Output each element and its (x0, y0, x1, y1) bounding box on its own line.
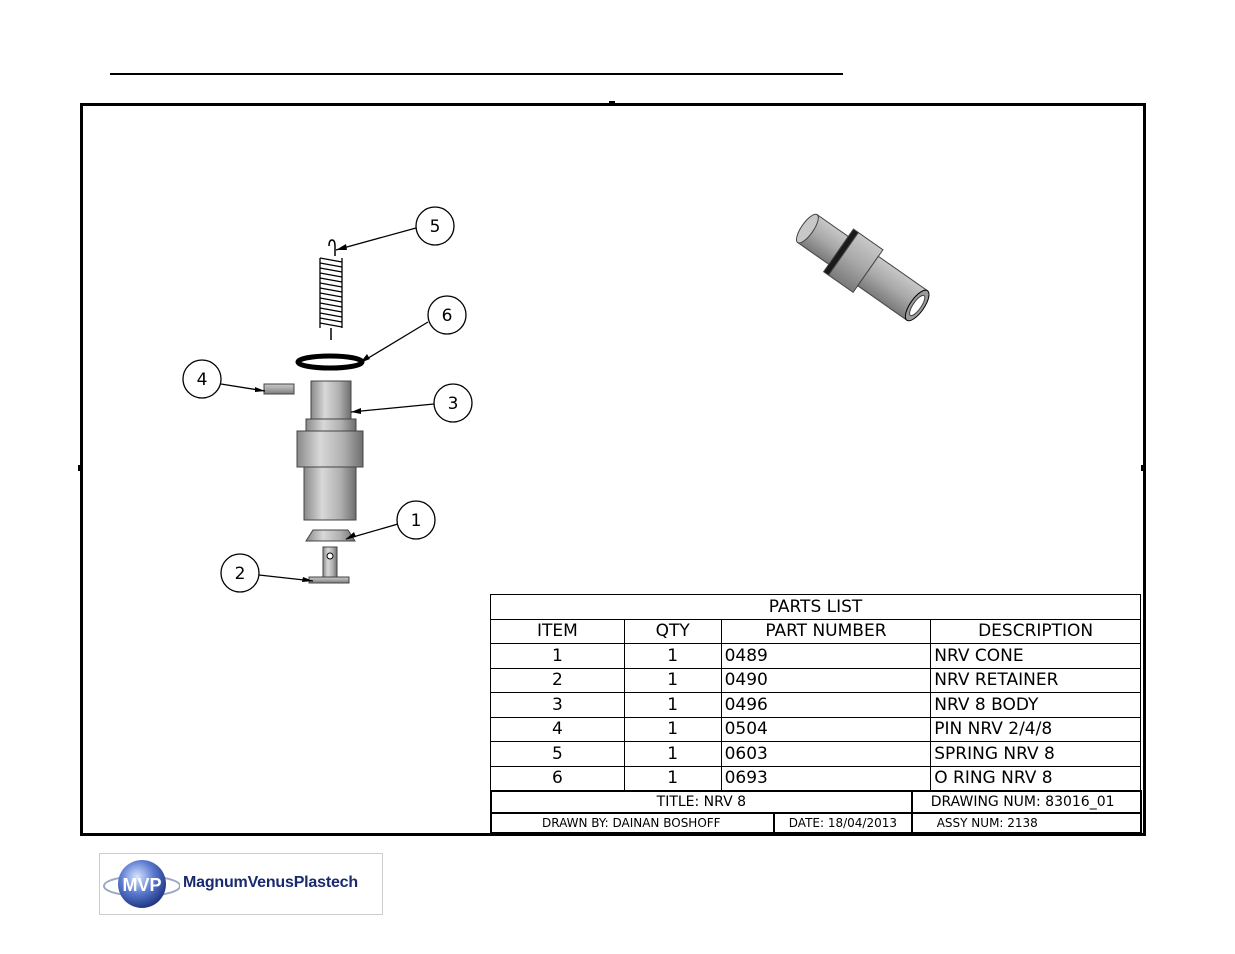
parts-list-table: PARTS LIST ITEM QTY PART NUMBER DESCRIPT… (490, 594, 1141, 791)
cell-item: 1 (491, 644, 625, 669)
cell-item: 3 (491, 693, 625, 718)
balloon-label-3: 3 (448, 394, 459, 414)
col-header-description: DESCRIPTION (931, 619, 1141, 644)
cell-part-number: 0693 (721, 766, 931, 791)
cell-item: 4 (491, 717, 625, 742)
balloon-label-2: 2 (235, 564, 246, 584)
col-header-part-number: PART NUMBER (721, 619, 931, 644)
col-header-item: ITEM (491, 619, 625, 644)
cell-item: 6 (491, 766, 625, 791)
table-row: 2 1 0490 NRV RETAINER (491, 668, 1141, 693)
cell-part-number: 0490 (721, 668, 931, 693)
cell-qty: 1 (624, 668, 721, 693)
balloon-label-1: 1 (411, 511, 422, 531)
title-block-title: TITLE: NRV 8 (491, 791, 912, 813)
pin-part (264, 384, 294, 394)
balloon-label-5: 5 (430, 217, 441, 237)
cell-description: NRV RETAINER (931, 668, 1141, 693)
title-block-drawn-by: DRAWN BY: DAINAN BOSHOFF (491, 813, 774, 833)
retainer-part (309, 547, 349, 583)
logo-badge-text: MVP (122, 875, 161, 895)
parts-list-title: PARTS LIST (491, 595, 1141, 620)
cell-part-number: 0504 (721, 717, 931, 742)
company-logo: MVP MagnumVenusPlastech (99, 853, 383, 915)
title-block: TITLE: NRV 8 DRAWING NUM: 83016_01 DRAWN… (490, 790, 1142, 834)
cell-qty: 1 (624, 766, 721, 791)
cell-qty: 1 (624, 742, 721, 767)
cell-item: 5 (491, 742, 625, 767)
logo-text: MagnumVenusPlastech (183, 874, 358, 892)
cell-part-number: 0489 (721, 644, 931, 669)
balloon-label-6: 6 (442, 306, 453, 326)
cell-description: NRV CONE (931, 644, 1141, 669)
cell-description: PIN NRV 2/4/8 (931, 717, 1141, 742)
cell-description: O RING NRV 8 (931, 766, 1141, 791)
spring-part (320, 240, 342, 340)
body-part (297, 381, 363, 520)
table-row: 1 1 0489 NRV CONE (491, 644, 1141, 669)
cell-part-number: 0603 (721, 742, 931, 767)
isometric-assembly-view (788, 204, 938, 331)
balloon-label-4: 4 (197, 370, 208, 390)
parts-list-header-row: ITEM QTY PART NUMBER DESCRIPTION (491, 619, 1141, 644)
cell-qty: 1 (624, 717, 721, 742)
col-header-qty: QTY (624, 619, 721, 644)
cell-description: NRV 8 BODY (931, 693, 1141, 718)
table-row: 5 1 0603 SPRING NRV 8 (491, 742, 1141, 767)
cell-qty: 1 (624, 644, 721, 669)
title-block-date: DATE: 18/04/2013 (774, 813, 912, 833)
cell-qty: 1 (624, 693, 721, 718)
table-row: 3 1 0496 NRV 8 BODY (491, 693, 1141, 718)
o-ring-part (298, 356, 362, 368)
table-row: 4 1 0504 PIN NRV 2/4/8 (491, 717, 1141, 742)
mvp-globe-icon: MVP (100, 854, 180, 914)
title-block-assy-num: ASSY NUM: 2138 (912, 813, 1141, 833)
cone-part (306, 530, 355, 541)
cell-part-number: 0496 (721, 693, 931, 718)
title-block-drawing-num: DRAWING NUM: 83016_01 (912, 791, 1141, 813)
table-row: 6 1 0693 O RING NRV 8 (491, 766, 1141, 791)
cell-item: 2 (491, 668, 625, 693)
cell-description: SPRING NRV 8 (931, 742, 1141, 767)
